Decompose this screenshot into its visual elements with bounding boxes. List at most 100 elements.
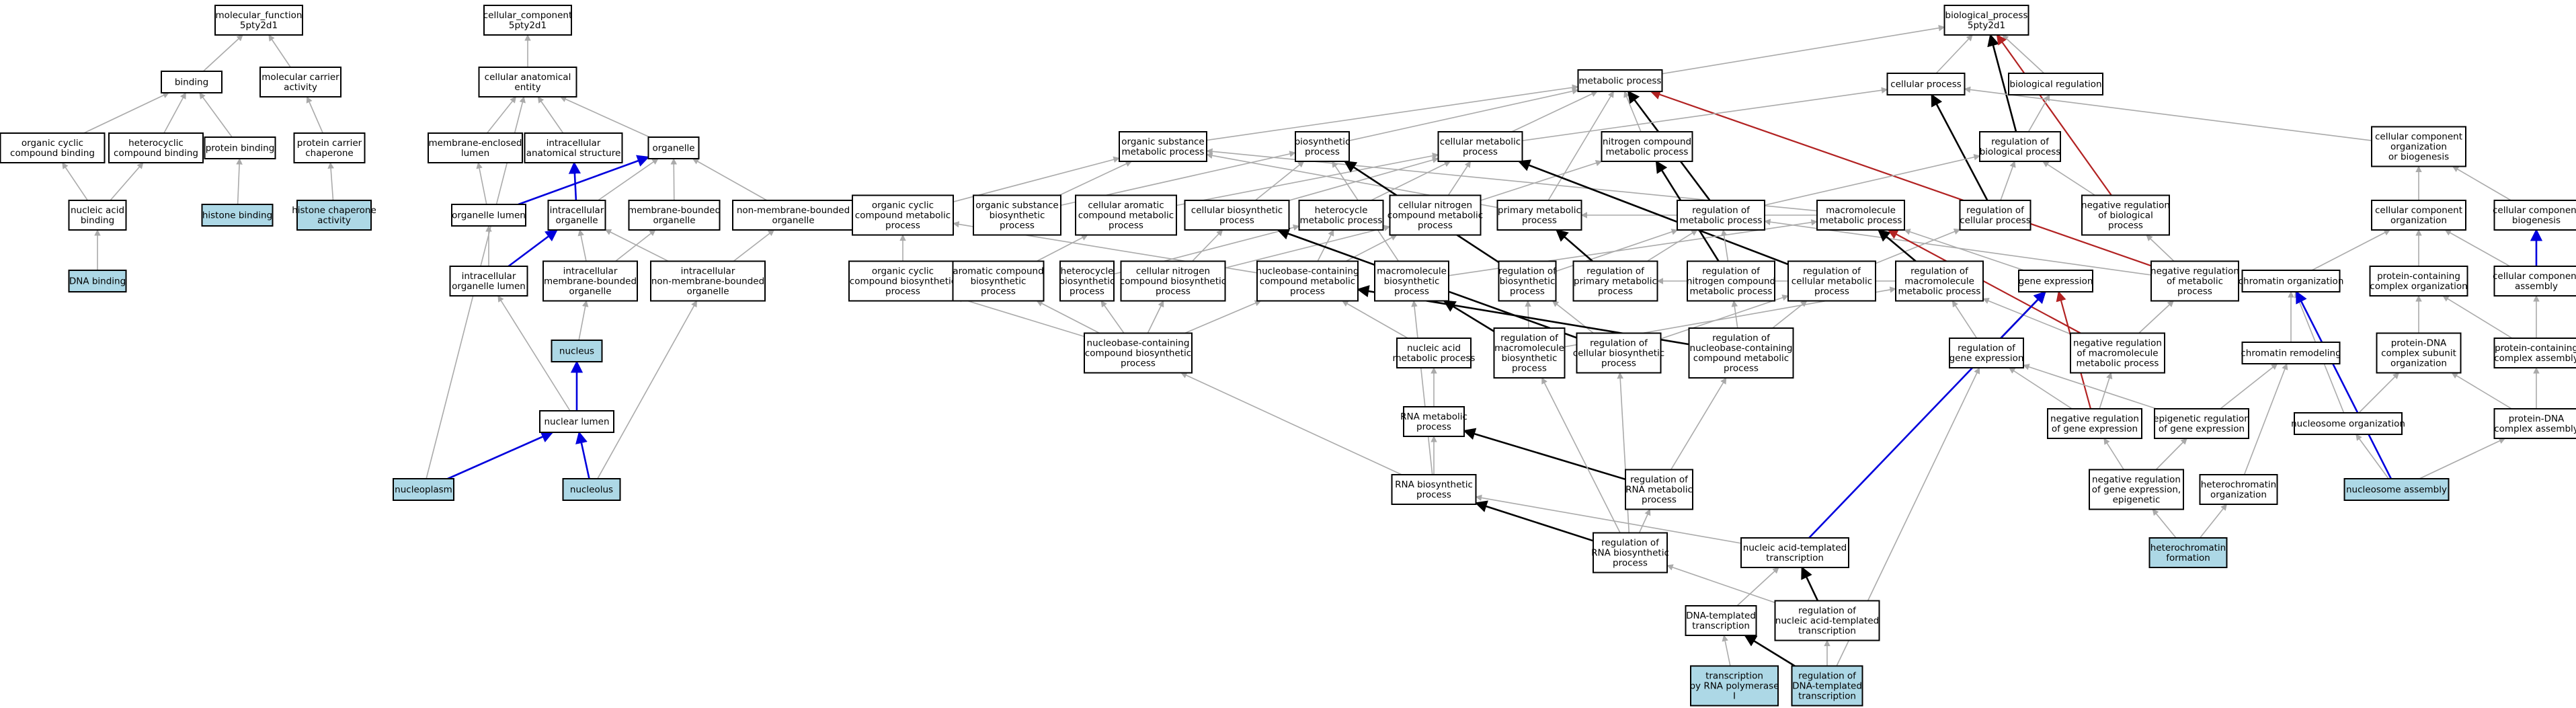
go-term-node-cr[interactable]: chromatin remodeling xyxy=(2241,342,2341,364)
go-term-label-line: regulation of xyxy=(1712,333,1771,344)
go-term-label-line: regulation of xyxy=(1692,205,1750,216)
go-term-node-npl[interactable]: nucleoplasm xyxy=(393,478,454,501)
go-term-node-inmbo[interactable]: intracellularnon-membrane-boundedorganel… xyxy=(650,260,766,302)
go-term-node-orgl[interactable]: organelle lumen xyxy=(451,204,526,227)
go-term-node-hb[interactable]: histone binding xyxy=(201,204,274,227)
go-term-node-co[interactable]: chromatin organization xyxy=(2239,270,2344,292)
go-term-node-org[interactable]: organelle xyxy=(647,136,700,159)
go-term-node-no[interactable]: nucleosome organization xyxy=(2291,412,2405,435)
go-term-node-dnab[interactable]: DNA binding xyxy=(68,270,127,292)
go-term-node-ge[interactable]: gene expression xyxy=(2018,270,2093,292)
go-term-node-binding[interactable]: binding xyxy=(161,71,223,93)
go-term-node-mp[interactable]: metabolic process xyxy=(1577,69,1663,92)
go-term-box xyxy=(2343,478,2450,501)
edge-is-a-cncmp-to-ncmp xyxy=(1480,159,1603,201)
edge-is-a-rnatt-to-rrnabp xyxy=(1666,564,1775,604)
go-term-node-rnbcmp[interactable]: regulation ofnucleobase-containingcompou… xyxy=(1688,327,1794,379)
go-term-node-nl[interactable]: nuclear lumen xyxy=(539,410,614,433)
go-term-node-pb[interactable]: protein binding xyxy=(204,136,276,159)
go-term-node-nucleus[interactable]: nucleus xyxy=(551,340,603,362)
go-term-label-line: binding xyxy=(81,215,114,226)
go-term-node-na[interactable]: nucleosome assembly xyxy=(2343,478,2450,501)
edge-regulates-rbp-to-bp xyxy=(1987,34,2017,132)
go-term-node-nclo[interactable]: nucleolus xyxy=(562,478,621,501)
go-term-node-br[interactable]: biological regulation xyxy=(2008,73,2103,95)
go-term-node-cp[interactable]: cellular process xyxy=(1886,73,1966,95)
go-term-node-rmbp[interactable]: regulation ofmacromoleculebiosyntheticpr… xyxy=(1493,327,1566,379)
